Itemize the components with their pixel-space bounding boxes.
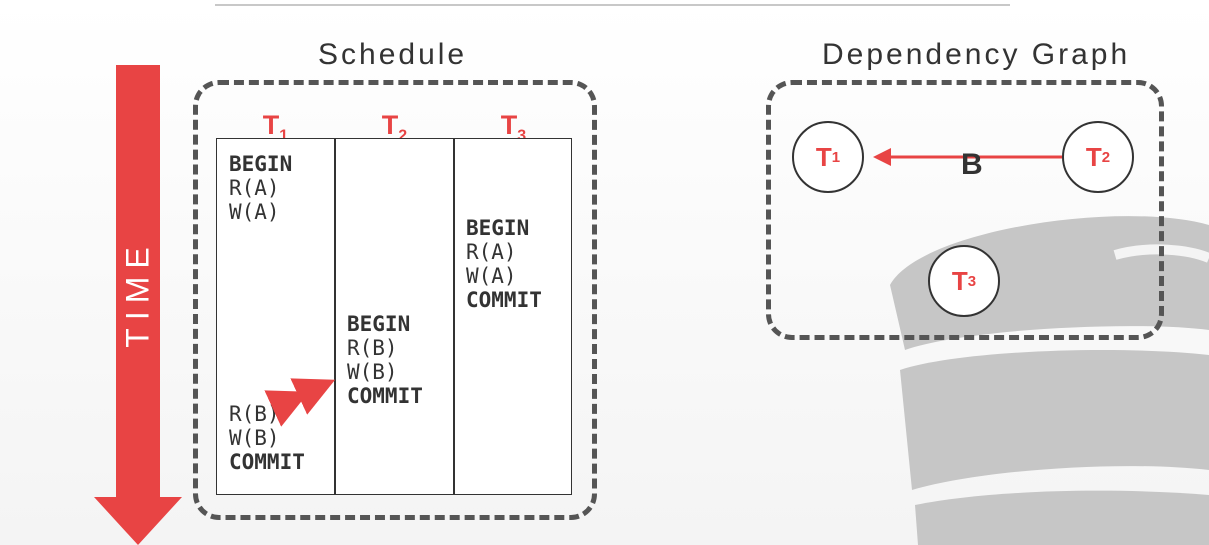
edge-label: B [961,148,983,181]
conflict-arrow-icon [264,378,336,427]
t2-op: R(B) [347,336,398,360]
t1-op: R(A) [229,176,280,200]
t1-op: W(B) [229,426,280,450]
column-header-t1: T1 [262,110,289,145]
t2-op: COMMIT [347,384,423,408]
schedule-table [216,138,572,495]
top-divider [215,4,1010,6]
column-divider [453,138,455,495]
dependency-graph-container [766,80,1164,340]
t2-op: BEGIN [347,312,411,336]
t1-op: BEGIN [229,152,293,176]
t3-op: COMMIT [466,288,542,312]
t3-op: R(A) [466,240,517,264]
t1-op: W(A) [229,200,280,224]
schedule-title: Schedule [318,38,468,71]
t3-op: W(A) [466,264,517,288]
schedule-container [193,80,597,520]
t3-op: BEGIN [466,216,530,240]
t2-op: W(B) [347,360,398,384]
column-divider [334,138,336,495]
column-header-t3: T3 [500,110,527,145]
t1-op: COMMIT [229,450,305,474]
dependency-graph-title: Dependency Graph [822,38,1131,71]
column-header-t2: T2 [381,110,408,145]
